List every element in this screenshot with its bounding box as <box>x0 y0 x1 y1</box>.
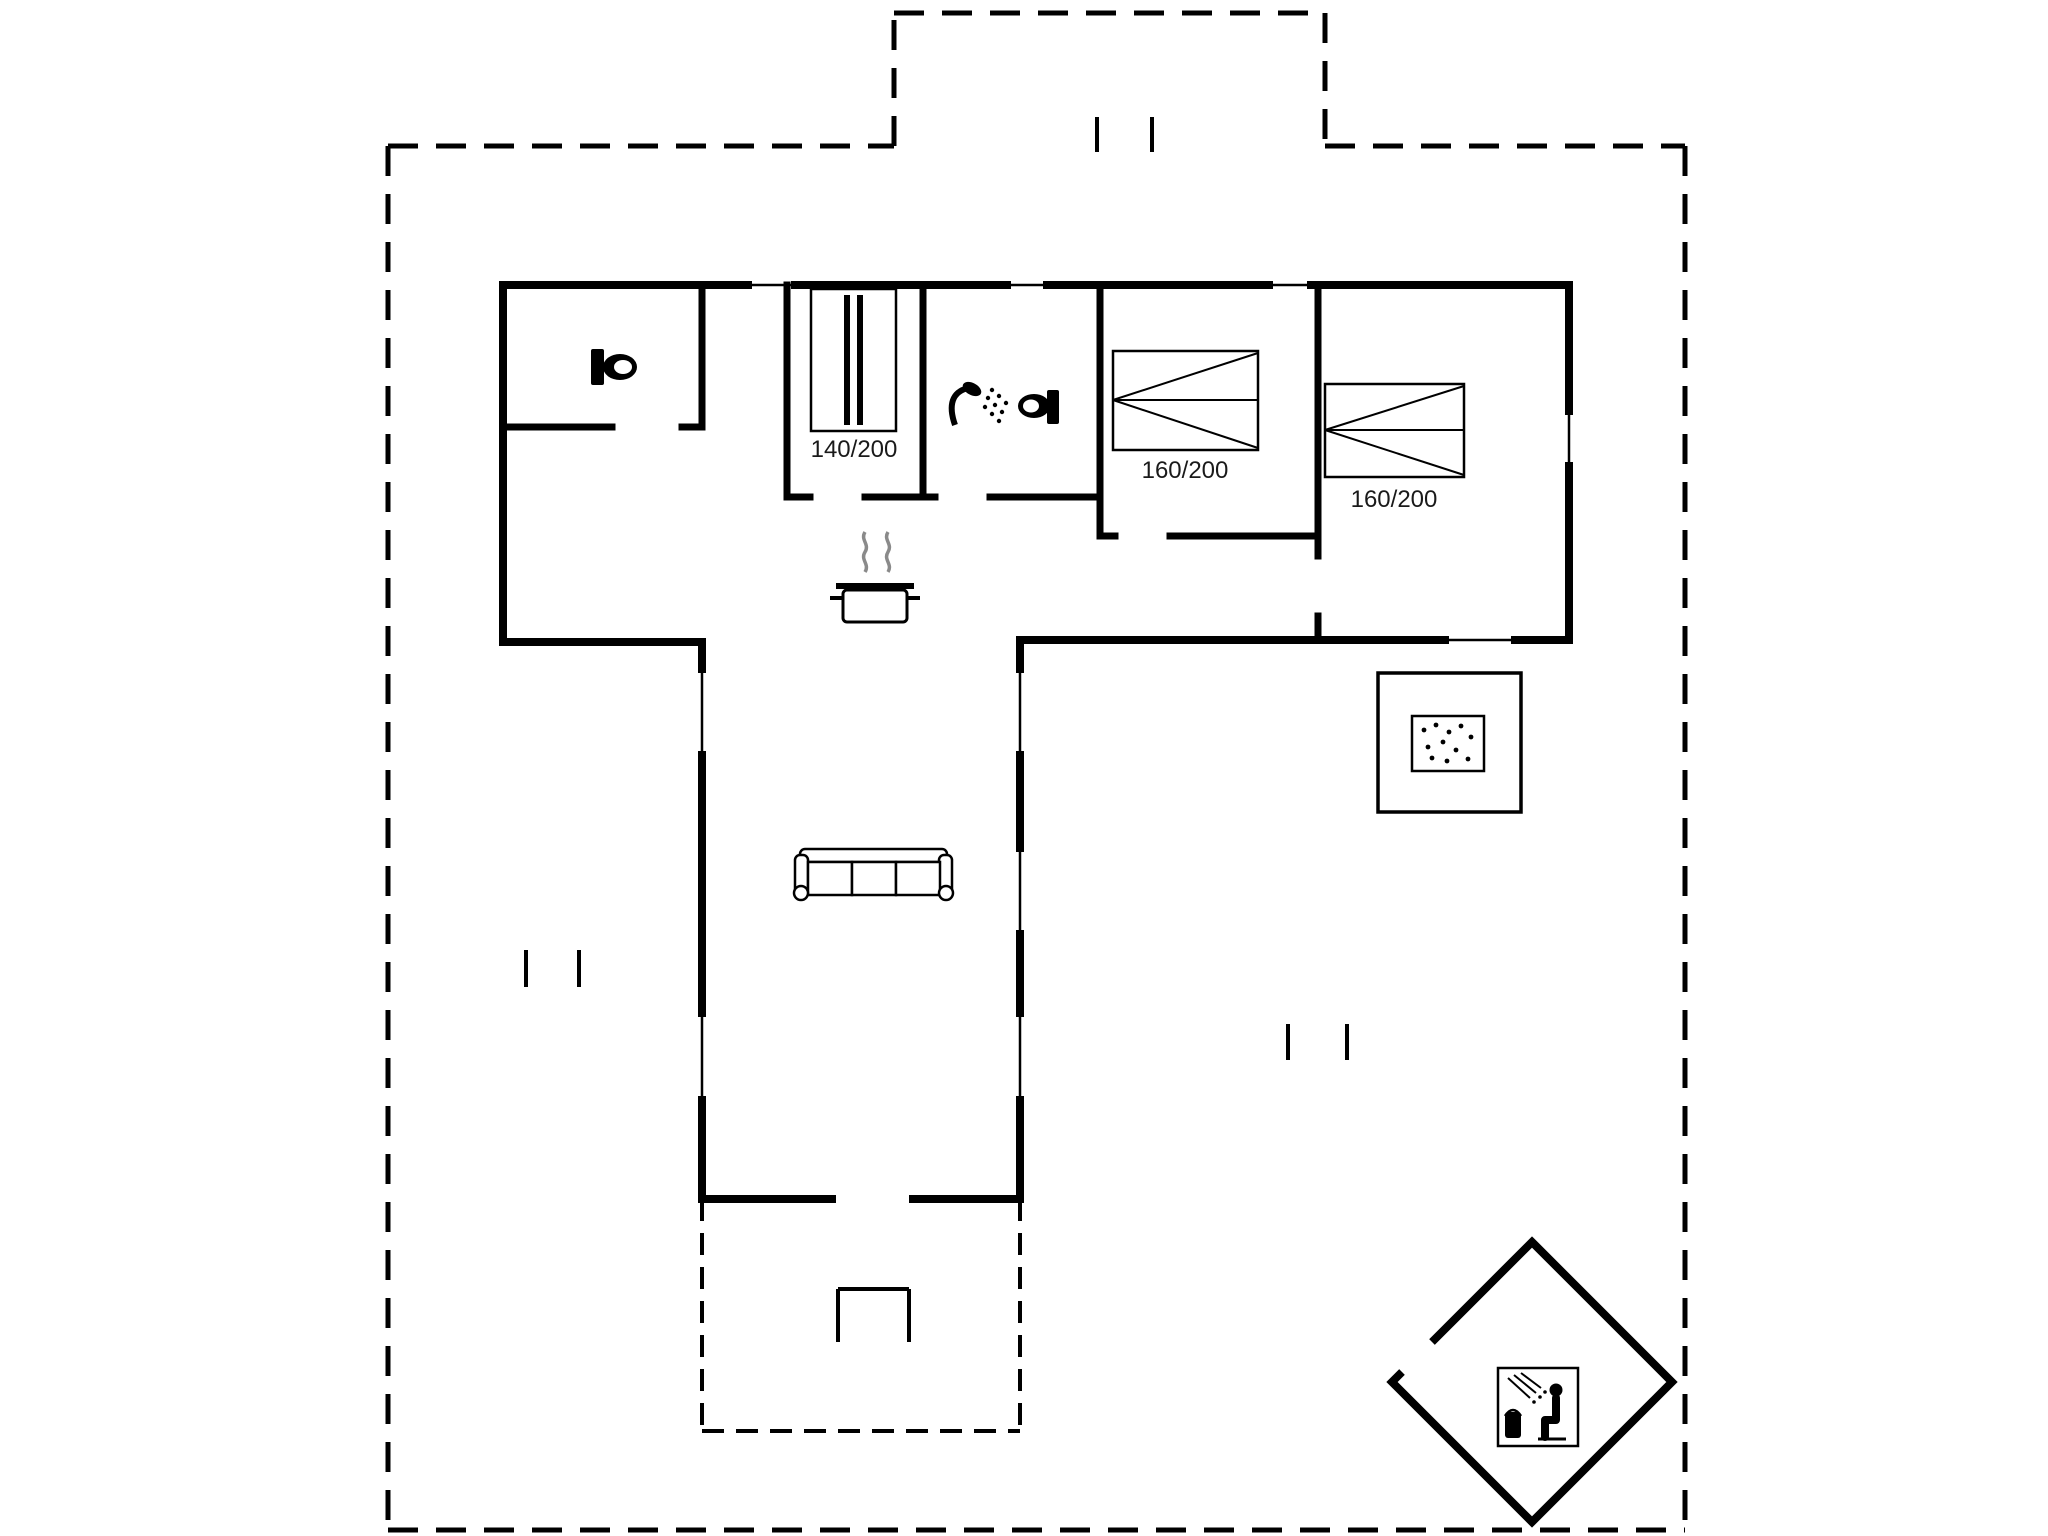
toilet-icon <box>1018 390 1059 424</box>
bed-140: 140/200 <box>809 287 898 463</box>
sauna-spray-dots <box>1532 1390 1547 1404</box>
bed-size-label: 160/200 <box>1351 486 1438 513</box>
sauna-door-gap <box>1397 1337 1437 1377</box>
toilet-seat <box>1023 399 1039 413</box>
sauna-spray <box>1507 1372 1542 1399</box>
sofa-cushion <box>894 860 942 897</box>
property-boundary <box>385 10 1688 1533</box>
sauna-person-body <box>1541 1394 1560 1441</box>
bed-160-a: 160/200 <box>1111 349 1260 484</box>
shower-arm <box>948 385 969 426</box>
shower-icon <box>948 381 1009 426</box>
steam-line <box>861 531 869 573</box>
bed-line <box>1324 429 1465 476</box>
step-marker <box>836 1287 911 1342</box>
hot-tub-bubbles <box>1421 722 1474 764</box>
toilet-tank <box>1047 390 1059 424</box>
sauna-person-head <box>1549 1383 1563 1397</box>
lower-terrace <box>700 1199 1022 1433</box>
bed-size-label: 140/200 <box>811 436 898 463</box>
exterior-walls <box>499 281 1573 1203</box>
bed-size-label: 160/200 <box>1142 457 1229 484</box>
pot-body <box>841 588 909 624</box>
sofa-icon <box>792 847 955 902</box>
sauna-person-icon <box>1496 1366 1580 1448</box>
toilet-seat <box>614 360 632 374</box>
sofa-scroll <box>792 884 810 902</box>
sofa-scroll <box>937 884 955 902</box>
bed-line <box>1324 385 1465 431</box>
interior-walls <box>499 281 1322 644</box>
toilet-tank <box>591 349 604 385</box>
bed-line <box>1112 352 1259 401</box>
steam-line <box>884 531 892 573</box>
sofa-cushion <box>806 860 854 897</box>
shower-spray <box>982 387 1009 424</box>
sofa-cushion <box>850 860 898 897</box>
windows <box>700 283 1571 1100</box>
shower-head <box>962 381 982 397</box>
stove-pot-icon <box>830 531 920 624</box>
sauna-bucket <box>1505 1412 1521 1438</box>
opening-markers <box>524 117 1349 1060</box>
bed-outline <box>809 287 898 433</box>
hot-tub-icon <box>1376 671 1523 814</box>
bed-160-b: 160/200 <box>1323 382 1466 513</box>
bed-line <box>1112 399 1259 449</box>
sauna-bucket-handle <box>1503 1408 1523 1417</box>
sofa-back <box>798 847 949 864</box>
sauna <box>1386 1236 1678 1528</box>
toilet-icon <box>591 349 637 385</box>
